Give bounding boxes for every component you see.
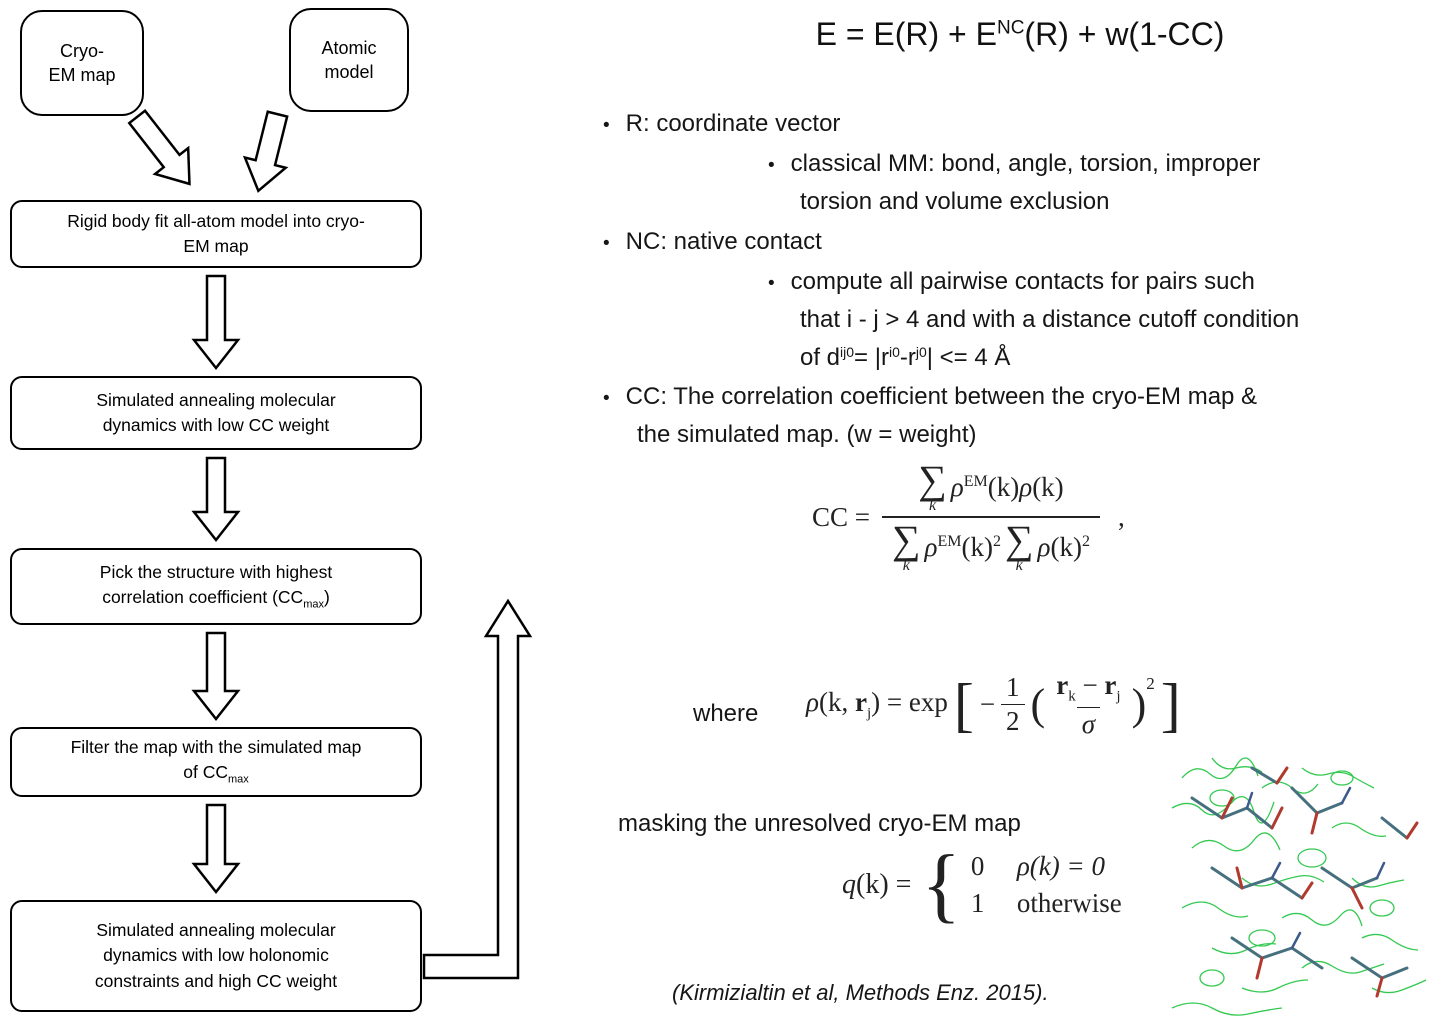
one-half-fraction: 1 2 [1001, 672, 1025, 737]
flow-node-atomic-model: Atomic model [289, 8, 409, 112]
case-brace: { [921, 838, 961, 931]
where-label: where [693, 700, 759, 727]
bullet-nc-native-contact: NC: native contact [603, 228, 822, 259]
rho-equation: ρ(k, rj) = exp [ − 1 2 ( rk − rj σ )2 ] [806, 670, 1181, 739]
arrow-down-1 [191, 274, 241, 371]
flow-step-filter-map: Filter the map with the simulated map of… [10, 727, 422, 797]
flow-step-rigid-body-fit-label: Rigid body fit all-atom model into cryo-… [67, 210, 365, 256]
arrow-down-3 [191, 631, 241, 722]
cc-equation-comma: , [1117, 501, 1125, 532]
flow-node-cryo-em-map-label: Cryo- EM map [48, 40, 116, 85]
cc-equation-numerator: ∑ k ρEM(k)ρ(k) [918, 457, 1064, 514]
bullet-dot [768, 150, 791, 181]
cc-equation: CC = ∑ k ρEM(k)ρ(k) ∑ k ρEM(k)2 ∑ k ρ(k)… [812, 458, 1125, 576]
cc-equation-fraction: ∑ k ρEM(k)ρ(k) ∑ k ρEM(k)2 ∑ k ρ(k)2 [882, 458, 1100, 576]
flow-step-sa-low-cc: Simulated annealing molecular dynamics w… [10, 376, 422, 450]
flow-step-sa-high-cc-label: Simulated annealing molecular dynamics w… [94, 919, 338, 991]
arrow-cryo-to-fit [127, 108, 191, 186]
sum-symbol: ∑ k [1004, 517, 1034, 574]
stick-model-nitrogens [1245, 786, 1386, 950]
bullet-cc-line2: the simulated map. (w = weight) [637, 421, 977, 448]
left-paren: ( [1030, 679, 1046, 729]
energy-equation-superscript: NC [996, 17, 1025, 39]
bullet-nc-line2: that i - j > 4 and with a distance cutof… [800, 306, 1300, 333]
masking-caption: masking the unresolved cryo-EM map [618, 810, 1021, 837]
citation: (Kirmizialtin et al, Methods Enz. 2015). [672, 980, 1049, 1005]
bullet-r-coordinate-vector: R: coordinate vector [603, 110, 841, 141]
flow-step-rigid-body-fit: Rigid body fit all-atom model into cryo-… [10, 200, 422, 268]
bullet-dot [603, 110, 626, 141]
flow-node-cryo-em-map: Cryo- EM map [20, 10, 144, 116]
flow-step-pick-structure-label: Pick the structure with highest correlat… [99, 561, 333, 611]
sum-symbol: ∑ k [918, 457, 947, 514]
bullet-classical-mm-line1: classical MM: bond, angle, torsion, impr… [768, 150, 1261, 181]
arrow-loop-back [422, 598, 533, 980]
bullet-dot [768, 268, 791, 299]
cc-equation-lhs: CC = [812, 501, 870, 532]
flow-step-sa-high-cc: Simulated annealing molecular dynamics w… [10, 900, 422, 1012]
flow-step-pick-structure: Pick the structure with highest correlat… [10, 548, 422, 625]
density-mesh [1171, 757, 1427, 1016]
flowchart-arrows [127, 108, 533, 980]
flow-node-atomic-model-label: Atomic model [321, 37, 377, 82]
right-bracket: ] [1160, 671, 1181, 738]
cc-equation-denominator: ∑ k ρEM(k)2 ∑ k ρ(k)2 [882, 516, 1100, 576]
q-equation-lhs: q(k) = [842, 868, 912, 900]
left-bracket: [ [953, 671, 974, 738]
bullet-dot [603, 228, 626, 259]
rk-rj-over-sigma-fraction: rk − rj σ [1056, 670, 1121, 739]
arrow-model-to-fit [242, 110, 289, 193]
bullet-cc-line1: CC: The correlation coefficient between … [603, 383, 1257, 414]
energy-equation: E = E(R) + ENC(R) + w(1-CC) [815, 16, 1225, 52]
right-paren-squared: )2 [1131, 673, 1155, 729]
stick-model-oxygens [1220, 766, 1419, 998]
arrow-down-2 [191, 456, 241, 543]
molecule-density-image [1171, 757, 1427, 1016]
flow-step-sa-low-cc-label: Simulated annealing molecular dynamics w… [96, 389, 336, 435]
bullet-dot [603, 383, 626, 414]
arrow-down-4 [191, 803, 241, 895]
bullet-classical-mm-line2: torsion and volume exclusion [800, 188, 1110, 215]
bullet-nc-line1: compute all pairwise contacts for pairs … [768, 268, 1255, 299]
stick-model-backbone [1190, 766, 1409, 980]
sum-symbol: ∑ k [892, 517, 921, 574]
flow-step-filter-map-label: Filter the map with the simulated map of… [70, 737, 362, 786]
